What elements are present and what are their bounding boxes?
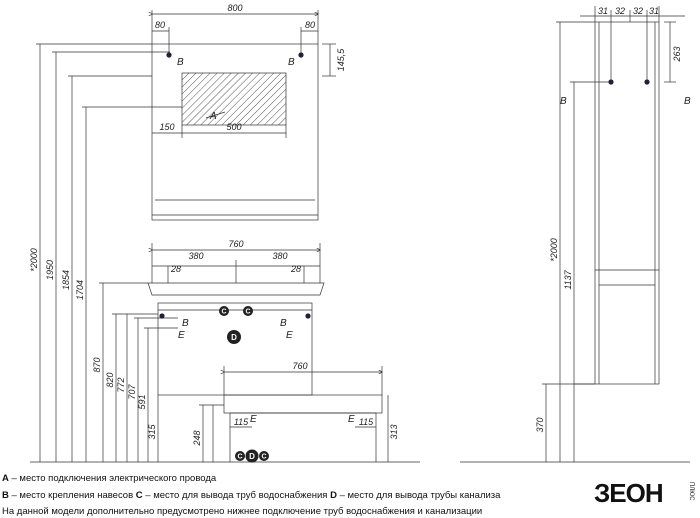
legend-key-b: B	[2, 490, 9, 501]
dim-side-263: 263	[672, 46, 682, 62]
dim-h-1950: 1950	[45, 260, 55, 280]
dim-mid-right-half: 380	[272, 251, 287, 261]
brand-logo-sub: ПЛЮС	[688, 482, 694, 501]
legend-text-a: – место подключения электрического прово…	[8, 473, 217, 484]
label-a: A	[209, 111, 217, 122]
dim-side-32a: 32	[615, 6, 625, 16]
pipe-markers	[219, 306, 269, 463]
dim-h-315: 315	[147, 424, 157, 440]
dim-top-left: 80	[155, 20, 165, 30]
dim-h-772: 772	[116, 377, 126, 392]
dim-h-248: 248	[192, 430, 202, 446]
dim-top-width: 800	[227, 3, 242, 13]
dim-side-370: 370	[535, 417, 545, 432]
label-b-2: B	[288, 57, 295, 68]
label-e-4: E	[348, 414, 355, 425]
mount-points	[159, 52, 650, 319]
legend-text-d: – место для вывода трубы канализа	[336, 490, 501, 501]
dim-bottom-width: 760	[292, 361, 307, 371]
dim-h-707: 707	[127, 384, 137, 400]
marker-c-4: C	[261, 454, 266, 461]
legend-line-a: A – место подключения электрического про…	[2, 473, 216, 484]
dim-side-31b: 31	[649, 6, 659, 16]
dim-cutout-offset: 150	[159, 122, 174, 132]
legend-key-a: A	[2, 473, 9, 484]
dim-side-32b: 32	[633, 6, 643, 16]
cutout-hatched-area	[181, 72, 287, 126]
label-b-1: B	[177, 57, 184, 68]
upper-cabinet-outline	[151, 43, 319, 221]
legend-text-b: – место крепления навесов	[8, 490, 136, 501]
dim-mid-width: 760	[228, 239, 243, 249]
marker-d-1: D	[231, 333, 237, 342]
dim-side-31a: 31	[598, 6, 608, 16]
dim-side-2000: *2000	[549, 238, 559, 262]
legend-key-c: C	[135, 490, 143, 501]
dim-h-313: 313	[389, 424, 399, 439]
lower-module-top	[223, 394, 383, 414]
legend-line-note: На данной модели дополнительно предусмот…	[2, 506, 482, 517]
dim-h-1854: 1854	[61, 270, 71, 290]
brand-logo: ЗЕОН	[594, 478, 664, 508]
dim-mid-left-half: 380	[188, 251, 203, 261]
dim-top-right: 80	[305, 20, 315, 30]
dim-h-820: 820	[105, 372, 115, 387]
label-e-2: E	[286, 330, 293, 341]
vanity-body	[157, 302, 313, 396]
label-e-1: E	[178, 330, 185, 341]
marker-c-2: C	[245, 309, 250, 316]
dim-mid-left-edge: 28	[170, 264, 181, 274]
label-b-5: B	[560, 96, 567, 107]
label-e-3: E	[250, 414, 257, 425]
dim-bottom-right: 115	[359, 417, 374, 427]
dim-h-1704: 1704	[75, 280, 85, 300]
tall-cabinet-outline	[594, 21, 660, 385]
dim-top-height: 145,5	[336, 48, 346, 72]
dim-cutout-width: 500	[226, 122, 241, 132]
legend-note-text: На данной модели дополнительно предусмот…	[2, 506, 483, 517]
dim-mid-right-edge: 28	[290, 264, 301, 274]
legend-text-c: – место для вывода труб водоснабжения	[142, 490, 331, 501]
dim-h-591: 591	[137, 394, 147, 409]
legend-key-d: D	[330, 490, 337, 501]
label-b-4: B	[280, 318, 287, 329]
marker-c-1: C	[221, 309, 226, 316]
marker-c-3: C	[237, 454, 242, 461]
label-b-6: B	[684, 96, 691, 107]
marker-d-2: D	[249, 452, 255, 461]
dim-side-1137: 1137	[563, 269, 573, 289]
vanity-countertop	[147, 282, 325, 296]
dim-h-870: 870	[92, 357, 102, 372]
dim-bottom-left: 115	[234, 417, 249, 427]
legend-line-bcd: B – место крепления навесов C – место дл…	[2, 490, 500, 501]
dim-h-2000: *2000	[29, 248, 39, 272]
label-b-3: B	[182, 318, 189, 329]
